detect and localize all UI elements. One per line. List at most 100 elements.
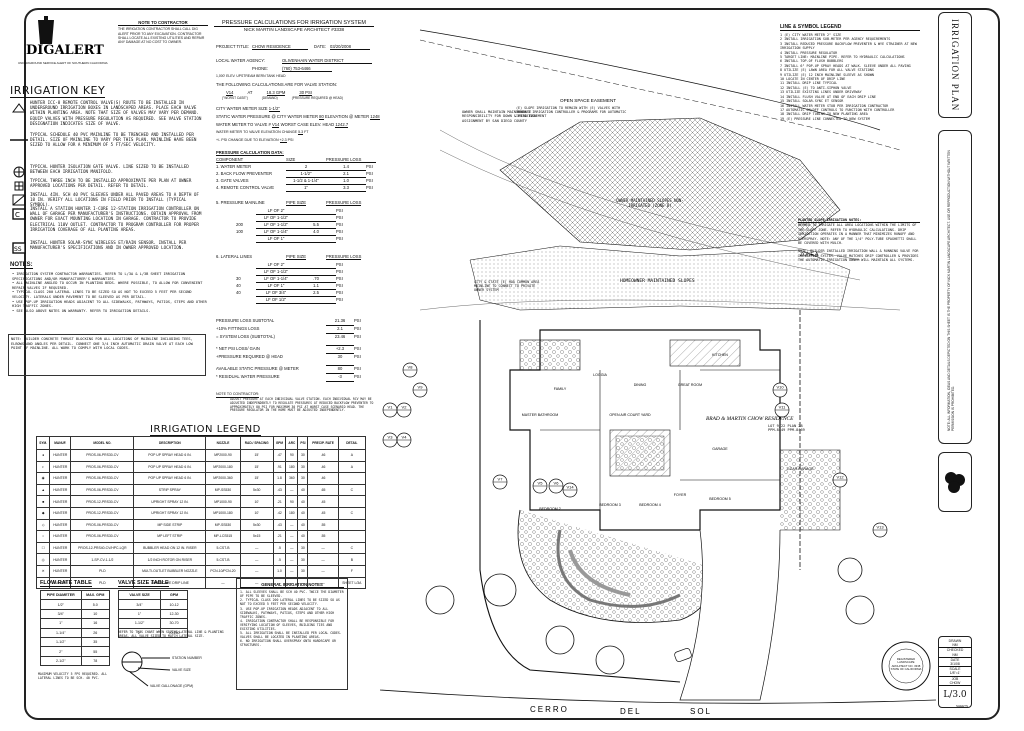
line-legend-title: LINE & SYMBOL LEGEND	[780, 24, 920, 31]
legend-cell: ▲	[35, 483, 51, 497]
contour-line	[439, 149, 861, 281]
legend-cell: —	[285, 530, 299, 543]
total-value: 30	[326, 354, 354, 366]
street-name-1: CERRO	[530, 705, 569, 714]
digalert-shovel-icon: DIGALERT	[26, 16, 104, 58]
flow-cell: 16	[80, 618, 111, 629]
valve-callout-v2: V2	[396, 402, 412, 418]
component-row-cell: PSI	[366, 171, 373, 176]
total-unit: PSI	[354, 366, 361, 371]
legend-cell: .47	[272, 449, 287, 462]
legend-cell: 30	[297, 460, 309, 474]
note-item: • SEE ALSO ABOVE NOTES ON WARRANTY. REFE…	[12, 308, 151, 313]
general-note-item: 4. IRRIGATION CONTRACTOR SHALL BE RESPON…	[240, 618, 335, 632]
legend-header-cell: DESCRIPTION	[133, 436, 207, 450]
total-value: 23.46	[326, 334, 354, 346]
key-text: HUNTER ICC-8 REMOTE CONTROL VALVE(S) ROU…	[30, 100, 202, 126]
legend-cell: MP2000-90	[205, 449, 241, 462]
total-label: AVAILABLE STATIC PRESSURE @ METER	[216, 366, 299, 371]
component-row-cell: 3.3	[326, 185, 366, 192]
lateral-row-cell: 1.1	[296, 283, 336, 290]
room-label: MASTER BATHROOM	[522, 413, 558, 417]
mainline-row-cell	[296, 215, 336, 222]
mainline-row-cell: 100	[236, 229, 243, 234]
valve-callout-v13: V13	[872, 522, 888, 538]
legend-cell: 90	[285, 495, 299, 508]
lateral-row-cell: PSI	[336, 283, 343, 288]
legend-cell: POP UP SPRAY HEAD 6 IN.	[133, 460, 207, 474]
valve-callout-v4: V4	[396, 432, 412, 448]
legend-cell: .43	[272, 483, 287, 497]
valve-label: V9	[418, 385, 424, 390]
flow-cell: 1/2"	[40, 599, 82, 610]
room-label: FOYER	[674, 493, 687, 497]
line-legend-item: 3 INSTALL REDUCED PRESSURE BACKFLOW PREV…	[780, 41, 917, 51]
flow-row: 1/2"5.0	[40, 599, 111, 610]
calc-subtitle: NICK MARTIN LANDSCAPE ARCHITECT #3338	[243, 27, 345, 32]
legend-cell	[337, 495, 367, 508]
driveway	[679, 529, 781, 701]
mainline-row-cell: LF OF 1"	[256, 236, 296, 243]
mainline-row-cell	[236, 215, 256, 222]
line-legend-item: 15 INSTALL SOLAR-SYNC ET SENSOR	[780, 99, 844, 104]
legend-cell: 5-CST-B	[205, 553, 241, 566]
total-value: 80	[326, 366, 354, 374]
flow-cell: 35	[80, 636, 111, 648]
general-note-item: 3. USE POP-UP IRRIGATION HEADS ADJACENT …	[240, 606, 335, 619]
project-title-label: PROJECT TITLE:	[216, 44, 250, 49]
checked-label: CHECKED	[946, 648, 964, 653]
legend-cell: PROS-06-PRS30-CV	[70, 460, 135, 474]
legend-cell: ✕	[35, 564, 51, 578]
legend-cell: 10'	[239, 506, 274, 520]
irrigation-legend-title: IRRIGATION LEGEND	[150, 424, 261, 436]
total-value: 21.36	[326, 318, 354, 326]
lateral-row-cell: LF OF 1/2"	[256, 297, 296, 304]
legend-cell: 5x30	[239, 483, 274, 497]
lateral-headers: PIPE SIZE PRESSURE LOSS	[286, 254, 362, 261]
total-unit: PSI	[354, 346, 361, 351]
paving-band	[568, 549, 631, 597]
key-row-controller-box: C INSTALL A STATION HUNTER I-CORE 12-STA…	[8, 206, 208, 232]
line-legend-item: 19 (E) PRESSURE LINE CONNECTED TO NEW SY…	[780, 116, 870, 121]
total-unit: PSI	[354, 354, 361, 359]
room-label: GARAGE	[712, 447, 728, 451]
architect-seal	[881, 641, 931, 691]
valve-row: 1"12-30	[117, 608, 188, 620]
flow-cell: 5.0	[80, 599, 111, 610]
total-label: PRESSURE LOSS SUBTOTAL	[216, 318, 275, 323]
tree-icon	[483, 573, 517, 607]
legend-cell	[337, 472, 367, 485]
legend-cell: .21	[272, 530, 287, 543]
svg-text:C: C	[15, 211, 20, 219]
legend-cell: —	[35, 576, 51, 590]
mainline-row-cell: PSI	[336, 229, 343, 234]
calc-data-title: PRESSURE CALCULATION DATA:	[216, 150, 284, 157]
legend-cell: A	[337, 460, 367, 474]
tree-icon	[425, 585, 455, 615]
mainline-row-cell: PSI	[336, 215, 343, 220]
room-label: BEDROOM 5	[709, 497, 731, 501]
component-headers: COMPONENT SIZE PRESSURE LOSS	[216, 157, 386, 164]
lateral-row-cell: LF OF 1"	[256, 283, 296, 290]
slope-note: (E) SLOPE IRRIGATION TO REMAIN WITH (E) …	[516, 106, 626, 118]
legend-header-cell: PSI	[297, 436, 309, 450]
city-meter: CITY WATER METER SIZE 1-1/2"	[216, 106, 280, 112]
flow-header-cell: PIPE DIAMETER	[40, 589, 82, 601]
legend-cell: .5	[272, 541, 287, 555]
total-unit: PSI	[354, 374, 361, 379]
legend-cell: 90	[285, 449, 299, 462]
legend-cell: —	[285, 483, 299, 497]
line-legend-item: 10 LOCATE IN CENTER OF DRIP LINE	[780, 77, 846, 82]
general-irrigation-notes: GENERAL IRRIGATION NOTES 1. ALL SLEEVES …	[236, 578, 348, 690]
legend-cell: MP2000-360	[205, 472, 241, 485]
flow-cell: 1-1/4"	[40, 627, 82, 638]
component-row-cell: 1-1/2 & 1-1/4"	[286, 178, 326, 185]
